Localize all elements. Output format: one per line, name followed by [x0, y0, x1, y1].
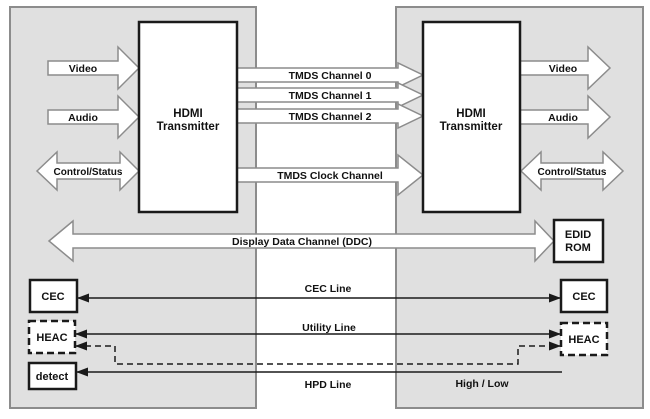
edid-rom-label-line2: ROM [565, 242, 591, 254]
utility-line-label: Utility Line [302, 322, 356, 334]
control-status-left-label: Control/Status [54, 167, 123, 178]
heac-left-label: HEAC [36, 332, 67, 344]
heac-dashed-line [75, 345, 561, 365]
hpd-line-label: HPD Line [305, 379, 352, 391]
cec-line-label: CEC Line [305, 283, 352, 295]
tmds-clock-label: TMDS Clock Channel [277, 170, 383, 182]
video-in-arrow [47, 45, 141, 91]
utility-line-left-arrowhead [75, 329, 87, 339]
tmds-channel-0-label: TMDS Channel 0 [289, 70, 372, 82]
heac-dashed-left-arrowhead [75, 341, 87, 351]
cec-right-box [559, 278, 609, 314]
hdmi-transmitter-right-label-line1: HDMI [456, 108, 485, 120]
hdmi-transmitter-right-box [421, 20, 522, 214]
heac-right-box [559, 321, 609, 357]
hpd-level-label: High / Low [455, 378, 509, 390]
tmds-clock-arrow [236, 153, 425, 197]
video-out-label: Video [549, 63, 577, 75]
tmds-channel-2-label: TMDS Channel 2 [289, 111, 372, 123]
audio-out-arrow [519, 94, 612, 140]
tmds-channel-1-label: TMDS Channel 1 [289, 90, 372, 102]
utility-line-right-arrowhead [549, 329, 561, 339]
hpd-line-left-arrowhead [76, 367, 88, 377]
hdmi-transmitter-right-label-line2: Transmitter [440, 121, 503, 133]
cec-line-left-arrowhead [77, 293, 89, 303]
control-status-right-label: Control/Status [538, 167, 607, 178]
tmds-channel-0-arrow [236, 61, 425, 89]
hdmi-transmitter-left-label-line1: HDMI [173, 108, 202, 120]
video-out-arrow [519, 45, 612, 91]
tmds-channel-1-arrow [236, 81, 425, 109]
video-in-label: Video [69, 63, 97, 75]
edid-rom-box [552, 218, 605, 264]
audio-in-label: Audio [68, 112, 98, 124]
hdmi-transmitter-left-label-line2: Transmitter [157, 121, 220, 133]
detect-box [27, 361, 78, 391]
cec-left-label: CEC [41, 291, 64, 303]
hdmi-transmitter-left-box [137, 20, 239, 214]
cec-right-label: CEC [572, 291, 595, 303]
heac-right-label: HEAC [568, 334, 599, 346]
heac-dashed-right-arrowhead [549, 341, 561, 351]
control-status-right-arrow [519, 150, 625, 192]
cec-line-right-arrowhead [549, 293, 561, 303]
audio-in-arrow [47, 94, 141, 140]
ddc-label: Display Data Channel (DDC) [232, 236, 372, 248]
cec-left-box [28, 278, 79, 314]
heac-left-box [27, 319, 77, 355]
detect-label: detect [36, 371, 69, 383]
tmds-channel-2-arrow [236, 102, 425, 130]
audio-out-label: Audio [548, 112, 578, 124]
edid-rom-label-line1: EDID [565, 229, 591, 241]
